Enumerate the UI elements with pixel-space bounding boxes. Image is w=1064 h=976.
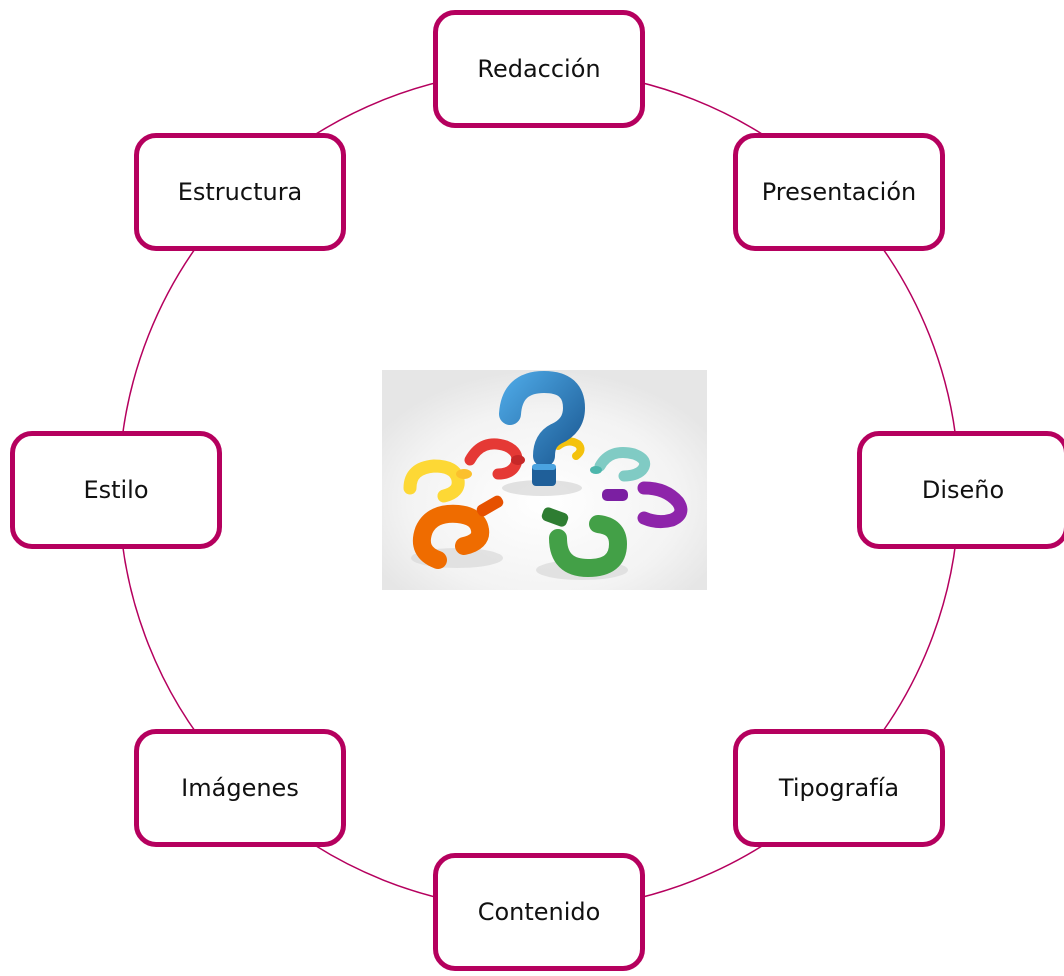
node-contenido: Contenido	[433, 853, 645, 971]
node-estructura: Estructura	[134, 133, 346, 251]
node-label: Estructura	[177, 178, 303, 206]
node-label: Redacción	[477, 55, 601, 83]
red-question-mark	[464, 438, 525, 480]
colorful-question-marks-icon	[382, 370, 707, 590]
blue-question-mark	[499, 370, 586, 486]
node-diseno: Diseño	[857, 431, 1064, 549]
node-estilo: Estilo	[10, 431, 222, 549]
node-label: Diseño	[921, 476, 1005, 504]
purple-question-mark	[602, 481, 688, 529]
node-imagenes: Imágenes	[134, 729, 346, 847]
node-label: Contenido	[477, 898, 601, 926]
node-label: Imágenes	[181, 774, 299, 802]
question-marks-illustration	[382, 370, 707, 590]
small-yellow-question-mark	[554, 437, 585, 460]
node-label: Presentación	[761, 178, 917, 206]
green-question-mark	[541, 507, 628, 578]
node-label: Estilo	[83, 476, 149, 504]
node-label: Tipografía	[778, 774, 900, 802]
orange-question-mark	[412, 495, 504, 569]
node-redaccion: Redacción	[433, 10, 645, 128]
teal-question-mark	[590, 447, 651, 482]
yellow-question-mark	[403, 459, 472, 503]
node-tipografia: Tipografía	[733, 729, 945, 847]
node-presentacion: Presentación	[733, 133, 945, 251]
